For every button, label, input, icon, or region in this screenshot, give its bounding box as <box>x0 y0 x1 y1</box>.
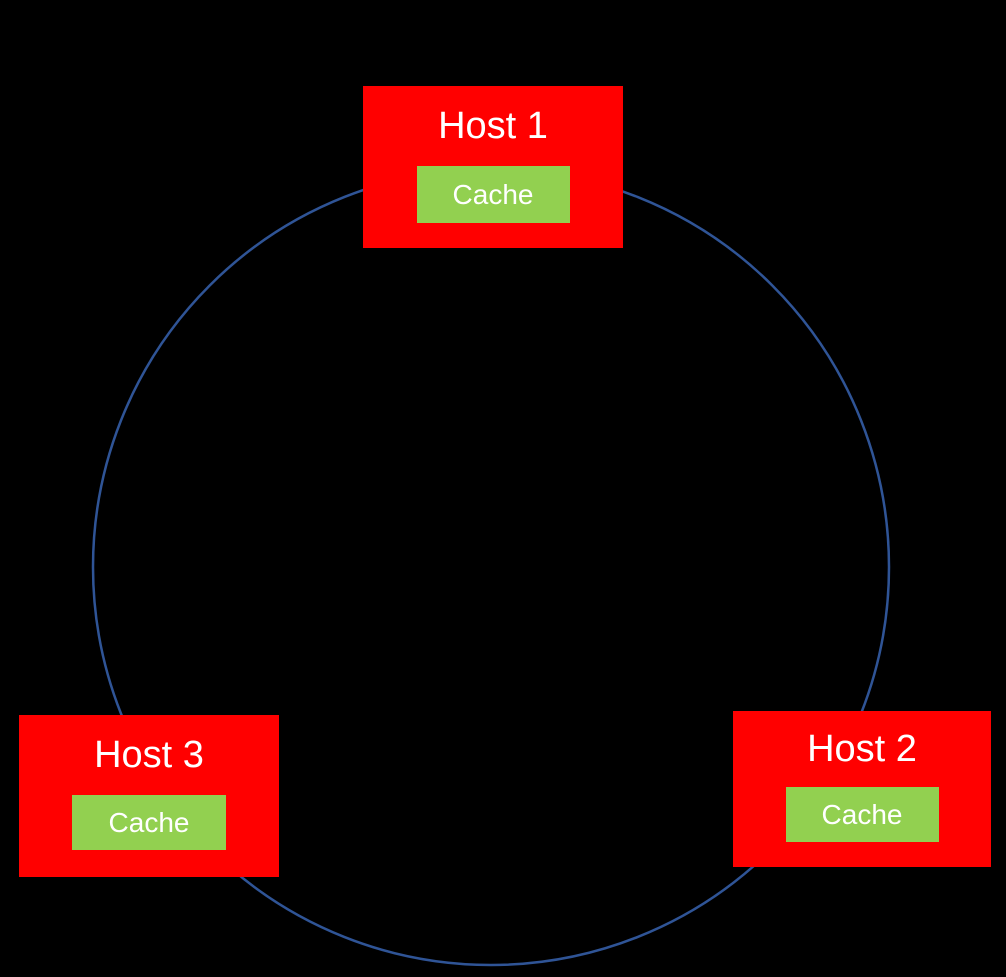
host-node-2: Host 2 Cache <box>733 711 991 867</box>
host-3-cache-box: Cache <box>72 795 226 850</box>
host-2-label: Host 2 <box>807 728 917 770</box>
host-1-cache-label: Cache <box>452 178 534 210</box>
host-1-label: Host 1 <box>438 105 548 147</box>
host-1-cache-box: Cache <box>416 166 570 223</box>
host-2-label-wrap: Host 2 <box>733 711 991 787</box>
host-node-1: Host 1 Cache <box>363 86 623 248</box>
host-node-3: Host 3 Cache <box>19 715 279 877</box>
host-1-label-wrap: Host 1 <box>363 86 623 166</box>
host-2-cache-box: Cache <box>785 787 939 842</box>
host-3-label: Host 3 <box>94 734 204 776</box>
host-3-cache-label: Cache <box>108 806 190 838</box>
host-2-cache-label: Cache <box>821 798 903 830</box>
host-3-label-wrap: Host 3 <box>19 715 279 795</box>
